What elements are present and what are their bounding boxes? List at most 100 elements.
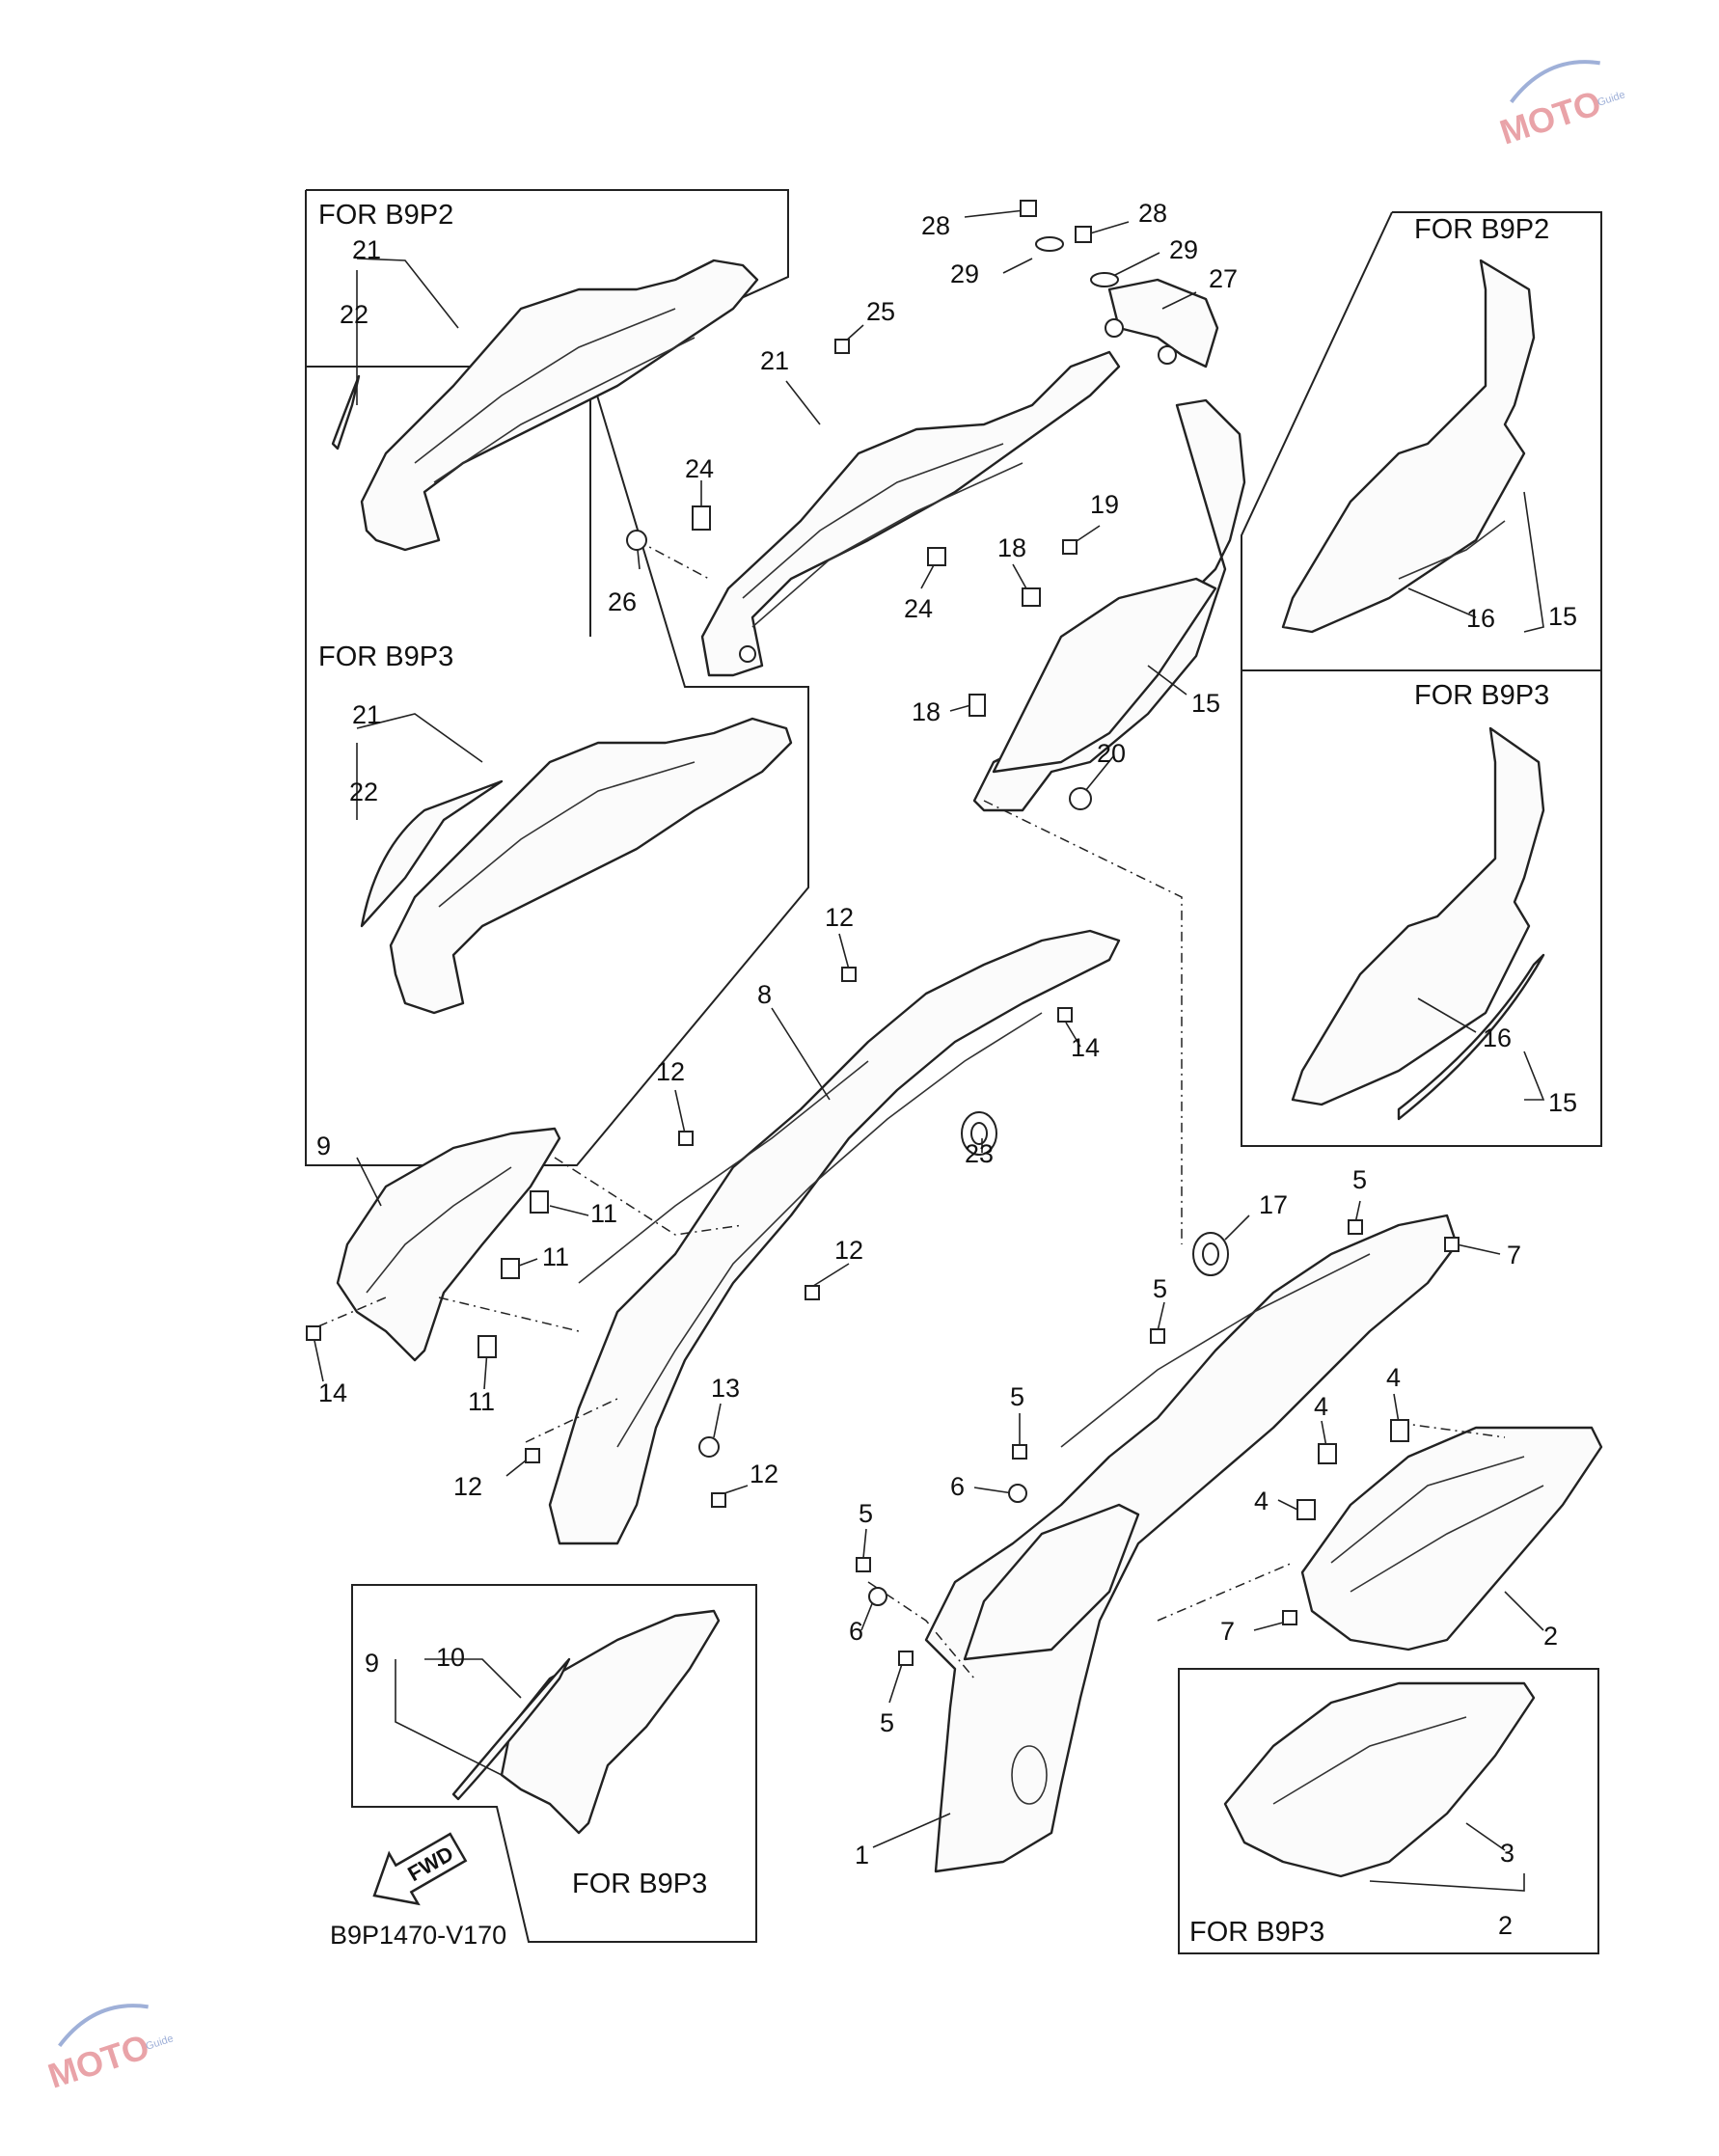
assembly-line-5-1 (867, 1581, 975, 1679)
part-2-b9p3-side-cover (1223, 1681, 1536, 1878)
callout-12-c: 12 (834, 1236, 863, 1265)
screw-28a (1020, 200, 1037, 217)
callout-22-ml: 22 (349, 778, 378, 806)
leader-2 (1504, 1591, 1544, 1631)
screw-12e (711, 1492, 726, 1508)
bolt-20 (1069, 787, 1092, 810)
callout-2: 2 (1543, 1622, 1558, 1651)
clip-4b (1318, 1443, 1337, 1464)
callout-12-d: 12 (453, 1472, 482, 1501)
screw-6a (1008, 1484, 1027, 1503)
leader-16-tr (1407, 587, 1477, 618)
leader-21-main (785, 380, 821, 425)
screw-14a (1057, 1007, 1073, 1023)
part-27-bracket (1105, 278, 1219, 368)
callout-15-mr: 15 (1548, 1088, 1577, 1117)
callout-25: 25 (866, 297, 895, 326)
leader-4a (1393, 1393, 1400, 1424)
callout-23: 23 (965, 1139, 994, 1168)
leader-12a (838, 933, 850, 970)
leader-5e (888, 1663, 903, 1704)
leader-3-box (1465, 1822, 1506, 1851)
leader-15-main (1147, 665, 1187, 696)
callout-24-a: 24 (685, 454, 714, 483)
callout-15-tr: 15 (1548, 602, 1577, 631)
leader-21-ml (356, 713, 483, 763)
leader-1 (872, 1813, 951, 1848)
assembly-line-4-2 (1398, 1422, 1506, 1438)
assembly-line-9-8 (554, 1157, 744, 1236)
callout-14-a: 14 (1071, 1033, 1100, 1062)
watermark-top-right: MOTO Guide (1495, 60, 1627, 152)
callout-28-b: 28 (1138, 199, 1167, 228)
part-21-main-rear-cover (700, 350, 1121, 677)
callout-2-box: 2 (1498, 1911, 1513, 1940)
leader-6a (973, 1487, 1014, 1494)
watermark-brand: MOTO (43, 2026, 154, 2095)
screw-12a (841, 967, 857, 982)
callout-17: 17 (1259, 1190, 1288, 1219)
leader-20 (1084, 754, 1115, 792)
screw-5e (898, 1651, 914, 1666)
leader-27 (1161, 291, 1197, 310)
callout-11-a: 11 (590, 1199, 617, 1228)
leader-15-mr (1523, 1051, 1545, 1101)
washer-29a (1035, 236, 1064, 252)
frame-right-b9p3 (1241, 669, 1602, 1147)
callout-19: 19 (1090, 490, 1119, 519)
callout-11-b: 11 (542, 1242, 569, 1271)
screw-6b (868, 1587, 887, 1606)
leader-18a (1012, 563, 1028, 591)
clip-4a (1390, 1419, 1409, 1442)
box-title-mid-left: FOR B9P3 (318, 641, 453, 672)
assembly-line-20-17 (983, 800, 1183, 1244)
screw-14b (306, 1325, 321, 1341)
box-title-top-left: FOR B9P2 (318, 200, 453, 231)
leader-16-mr (1417, 997, 1477, 1033)
watermark-sub: Guide (1596, 89, 1627, 108)
callout-5-b: 5 (1153, 1274, 1167, 1303)
grommet-17 (1192, 1232, 1229, 1276)
leader-5b (1157, 1301, 1165, 1332)
frame-bottom-right-b9p3 (1178, 1668, 1599, 1954)
screw-19 (1062, 539, 1078, 555)
assembly-line-1-2 (1157, 1562, 1294, 1622)
clip-4c (1296, 1499, 1316, 1520)
screw-7a (1444, 1237, 1460, 1252)
callout-28-a: 28 (921, 211, 950, 240)
clip-11c (478, 1335, 497, 1358)
part-15-b9p2-side-panel (1281, 259, 1536, 634)
callout-18-a: 18 (997, 533, 1026, 562)
callout-12-a: 12 (825, 903, 854, 932)
callout-5-a: 5 (1352, 1165, 1367, 1194)
callout-4-b: 4 (1314, 1392, 1328, 1421)
box-title-bottom-left: FOR B9P3 (572, 1869, 707, 1899)
box-title-bottom-right: FOR B9P3 (1189, 1917, 1324, 1948)
callout-21-main: 21 (760, 346, 789, 375)
callout-26: 26 (608, 587, 637, 616)
screw-7b (1282, 1610, 1297, 1625)
callout-13: 13 (711, 1374, 740, 1403)
part-9-b9p3-side-cover (451, 1609, 721, 1835)
callout-18-b: 18 (912, 697, 941, 726)
assembly-line-14-9 (317, 1296, 387, 1327)
callout-9: 9 (316, 1132, 331, 1160)
part-21-b9p2-rear-cover (331, 259, 759, 552)
callout-16-mr: 16 (1483, 1023, 1512, 1052)
clip-18a (1022, 587, 1041, 607)
clip-24b (927, 547, 946, 566)
leader-29b (1108, 252, 1160, 279)
frame-bottom-left-b9p3 (351, 1584, 757, 1943)
watermark-brand: MOTO (1495, 82, 1606, 151)
clip-11b (501, 1258, 520, 1279)
leader-15-tr (1523, 491, 1544, 633)
washer-29b (1090, 272, 1119, 287)
callout-29-a: 29 (950, 259, 979, 288)
assembly-line-26-21 (636, 539, 710, 580)
fwd-arrow-icon: FWD (372, 1832, 468, 1906)
callout-27: 27 (1209, 264, 1238, 293)
grommet-13 (698, 1436, 720, 1458)
callout-20: 20 (1097, 739, 1126, 768)
callout-4-c: 4 (1254, 1487, 1269, 1515)
